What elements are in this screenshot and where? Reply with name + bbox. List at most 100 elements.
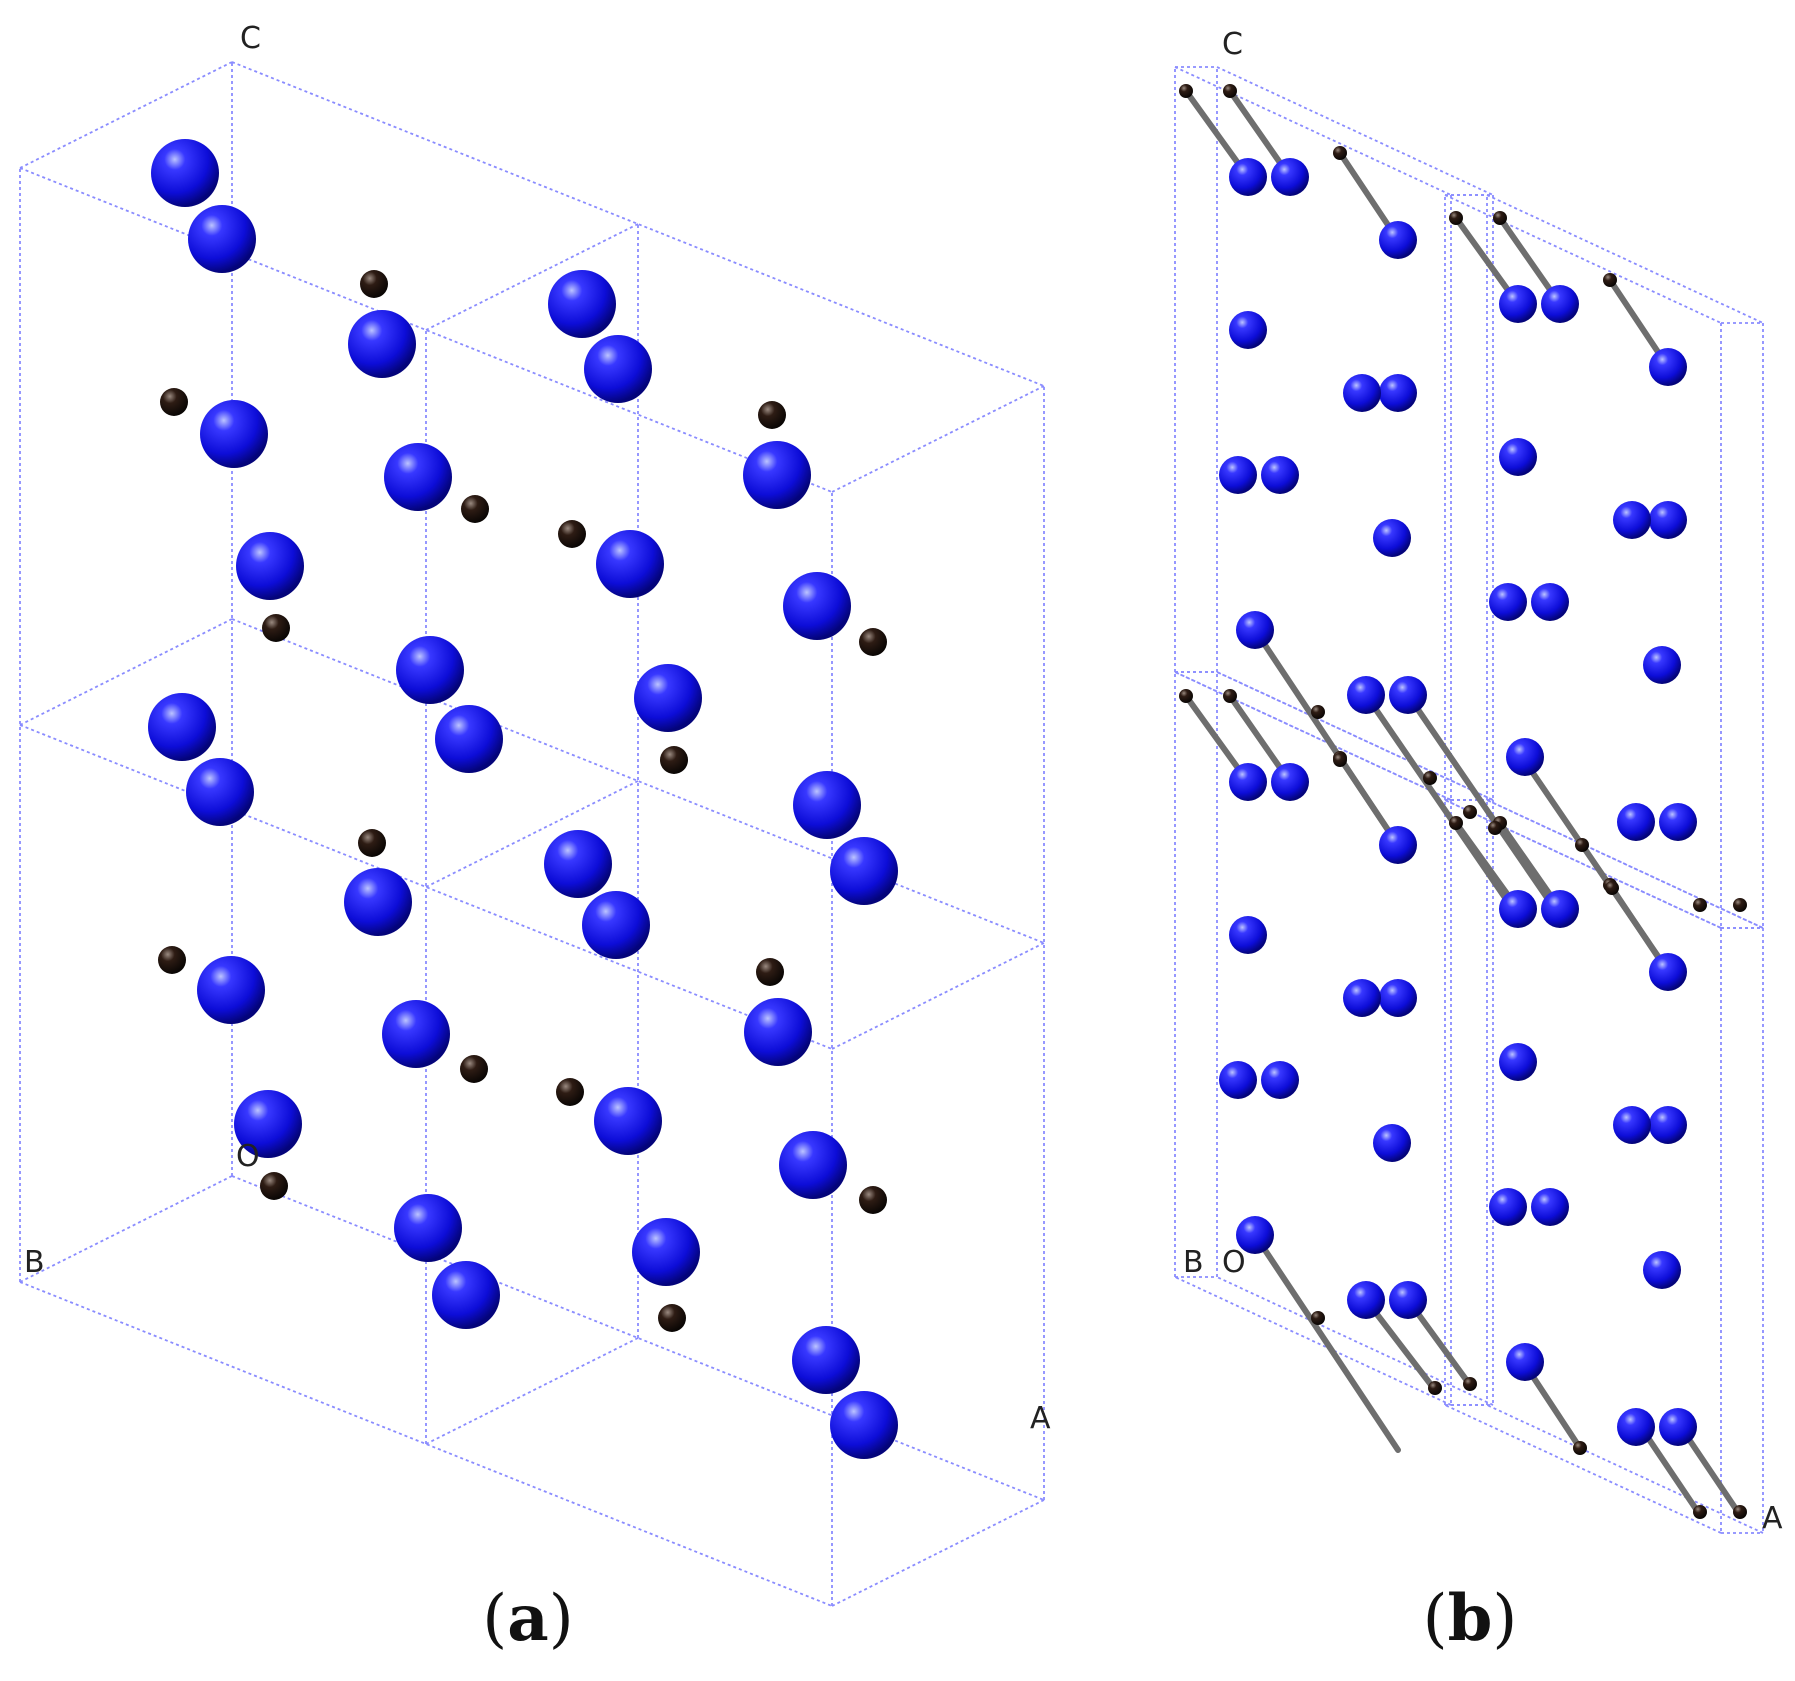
large-atom bbox=[1261, 456, 1299, 494]
large-atom bbox=[1649, 1106, 1687, 1144]
large-atom bbox=[1499, 438, 1537, 476]
panel-a-cell-edges bbox=[19, 61, 1045, 1607]
small-atom bbox=[660, 746, 688, 774]
large-atom bbox=[382, 1000, 450, 1068]
small-atom bbox=[1463, 1377, 1477, 1391]
large-atom bbox=[1613, 1106, 1651, 1144]
panel-a-axis-c-label: C bbox=[240, 21, 261, 56]
panel-b-atoms bbox=[1179, 84, 1747, 1519]
large-atom bbox=[1649, 953, 1687, 991]
cell-edge bbox=[19, 1175, 233, 1283]
large-atom bbox=[1506, 1343, 1544, 1381]
panel-a-caption: (a) bbox=[482, 1581, 573, 1656]
small-atom bbox=[260, 1172, 288, 1200]
small-atom bbox=[1179, 84, 1193, 98]
large-atom bbox=[1389, 1281, 1427, 1319]
large-atom bbox=[594, 1087, 662, 1155]
small-atom bbox=[1573, 1441, 1587, 1455]
large-atom bbox=[1343, 979, 1381, 1017]
large-atom bbox=[1389, 676, 1427, 714]
small-atom bbox=[1605, 881, 1619, 895]
large-atom bbox=[1229, 311, 1267, 349]
small-atom bbox=[859, 628, 887, 656]
large-atom bbox=[1499, 1043, 1537, 1081]
large-atom bbox=[1379, 979, 1417, 1017]
large-atom bbox=[1659, 1408, 1697, 1446]
large-atom bbox=[1379, 221, 1417, 259]
panel-a-axis-a-label: A bbox=[1030, 1401, 1051, 1436]
panel-a-axis-b-label: B bbox=[24, 1245, 45, 1280]
small-atom bbox=[558, 520, 586, 548]
panel-b-origin-label: O bbox=[1222, 1245, 1246, 1280]
small-atom bbox=[1333, 753, 1347, 767]
large-atom bbox=[1261, 1061, 1299, 1099]
large-atom bbox=[1236, 1216, 1274, 1254]
large-atom bbox=[1617, 803, 1655, 841]
small-atom bbox=[1223, 689, 1237, 703]
large-atom bbox=[596, 530, 664, 598]
large-atom bbox=[1499, 890, 1537, 928]
bond bbox=[1405, 692, 1555, 908]
small-atom bbox=[1488, 821, 1502, 835]
bond bbox=[1363, 692, 1513, 908]
large-atom bbox=[1643, 1251, 1681, 1289]
large-atom bbox=[1229, 916, 1267, 954]
large-atom bbox=[582, 891, 650, 959]
small-atom bbox=[1603, 273, 1617, 287]
small-atom bbox=[461, 495, 489, 523]
small-atom bbox=[262, 614, 290, 642]
small-atom bbox=[1333, 146, 1347, 160]
panel-b-axis-b-label: B bbox=[1183, 1245, 1204, 1280]
large-atom bbox=[743, 441, 811, 509]
cell-edge bbox=[1216, 66, 1494, 196]
large-atom bbox=[1373, 1124, 1411, 1162]
large-atom bbox=[188, 205, 256, 273]
large-atom bbox=[1649, 501, 1687, 539]
large-atom bbox=[1229, 158, 1267, 196]
bond bbox=[1519, 754, 1669, 971]
cell-edge bbox=[1216, 1276, 1494, 1406]
large-atom bbox=[186, 758, 254, 826]
cell-edge bbox=[231, 1175, 1045, 1501]
large-atom bbox=[830, 1391, 898, 1459]
panel-b-caption: (b) bbox=[1423, 1581, 1518, 1656]
large-atom bbox=[1499, 285, 1537, 323]
large-atom bbox=[1643, 646, 1681, 684]
large-atom bbox=[1379, 374, 1417, 412]
large-atom bbox=[793, 771, 861, 839]
large-atom bbox=[394, 1194, 462, 1262]
large-atom bbox=[830, 837, 898, 905]
small-atom bbox=[756, 958, 784, 986]
cell-edge bbox=[1174, 1276, 1452, 1406]
cell-edge bbox=[1486, 194, 1764, 324]
cell-edge bbox=[19, 1281, 833, 1607]
small-atom bbox=[1493, 211, 1507, 225]
large-atom bbox=[1229, 763, 1267, 801]
cell-edge bbox=[1444, 1404, 1722, 1534]
large-atom bbox=[792, 1326, 860, 1394]
cell-edge bbox=[831, 385, 1045, 493]
large-atom bbox=[384, 443, 452, 511]
large-atom bbox=[1271, 158, 1309, 196]
large-atom bbox=[1541, 890, 1579, 928]
small-atom bbox=[1693, 898, 1707, 912]
large-atom bbox=[1489, 1188, 1527, 1226]
cell-edge bbox=[1216, 671, 1494, 801]
small-atom bbox=[1311, 1311, 1325, 1325]
small-atom bbox=[360, 270, 388, 298]
small-atom bbox=[158, 946, 186, 974]
large-atom bbox=[1236, 611, 1274, 649]
large-atom bbox=[1531, 583, 1569, 621]
small-atom bbox=[758, 401, 786, 429]
large-atom bbox=[634, 664, 702, 732]
large-atom bbox=[435, 705, 503, 773]
small-atom bbox=[1733, 898, 1747, 912]
small-atom bbox=[1423, 771, 1437, 785]
large-atom bbox=[1343, 374, 1381, 412]
panel-b-axis-c-label: C bbox=[1222, 27, 1243, 62]
large-atom bbox=[1489, 583, 1527, 621]
large-atom bbox=[1347, 676, 1385, 714]
large-atom bbox=[1531, 1188, 1569, 1226]
large-atom bbox=[344, 868, 412, 936]
